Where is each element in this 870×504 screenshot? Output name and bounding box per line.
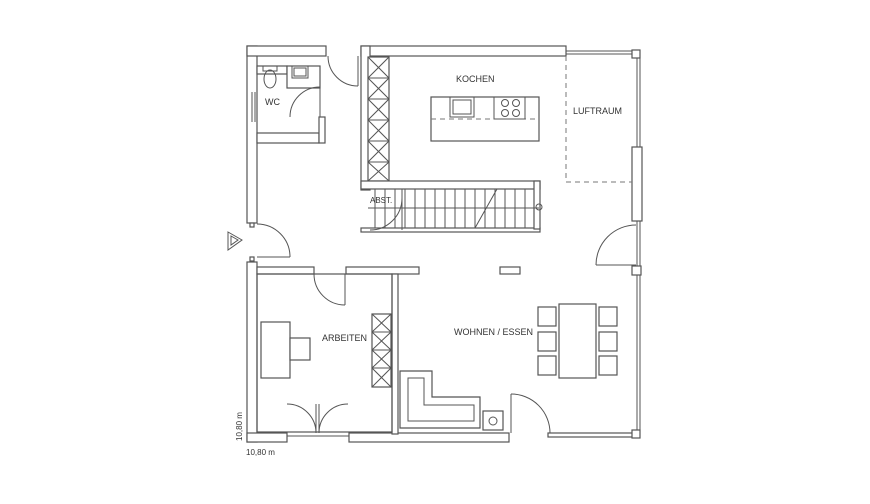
staircase bbox=[360, 180, 543, 233]
label-kochen: KOCHEN bbox=[456, 74, 495, 84]
dimension-width: 10,80 m bbox=[246, 448, 275, 457]
wc-room bbox=[251, 55, 359, 144]
living-dining bbox=[399, 303, 618, 434]
exterior-walls bbox=[246, 45, 643, 443]
luftraum-void bbox=[565, 56, 632, 183]
arbeiten-room bbox=[260, 273, 392, 437]
label-abst: ABST. bbox=[370, 196, 392, 205]
dimension-height: 10,80 m bbox=[235, 412, 244, 441]
label-wc: WC bbox=[265, 97, 280, 107]
label-luftraum: LUFTRAUM bbox=[573, 106, 622, 116]
entrance-door bbox=[227, 222, 291, 262]
label-wohnen-essen: WOHNEN / ESSEN bbox=[454, 327, 533, 337]
label-arbeiten: ARBEITEN bbox=[322, 333, 367, 343]
kitchen-units bbox=[367, 56, 540, 182]
terrace-door bbox=[595, 224, 637, 266]
interior-walls bbox=[256, 266, 521, 435]
